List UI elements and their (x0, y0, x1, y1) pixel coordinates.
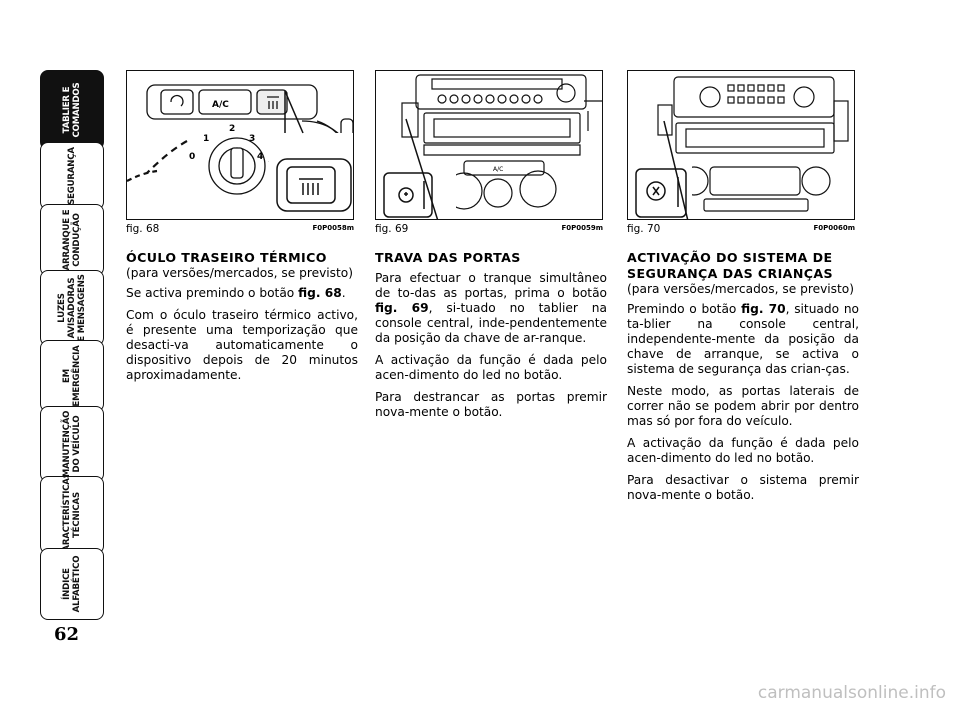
svg-text:1: 1 (203, 134, 209, 144)
figure-68-caption: fig. 68 F0P0058m (126, 223, 354, 235)
paragraph: Para destrancar as portas premir nova-me… (375, 390, 607, 419)
svg-text:4: 4 (257, 152, 263, 162)
tab-seguranca[interactable]: SEGURANÇA (40, 142, 104, 210)
tab-label: LUZES AVISADORAS E MENSAGENS (57, 274, 87, 342)
paragraph: Para desactivar o sistema premir nova-me… (627, 473, 859, 502)
tab-label: ARRANQUE E CONDUÇÃO (62, 209, 82, 271)
svg-text:3: 3 (249, 134, 255, 144)
tab-label: TABLIER E COMANDOS (62, 82, 82, 138)
paragraph: Com o óculo traseiro térmico activo, é p… (126, 308, 358, 382)
figure-label: fig. 69 (375, 223, 409, 235)
section-heated-rear-window: ÓCULO TRASEIRO TÉRMICO (para versões/mer… (126, 250, 358, 390)
figure-code: F0P0060m (813, 224, 855, 232)
section-title-line1: ACTIVAÇÃO DO SISTEMA DE (627, 250, 833, 265)
paragraph: Para efectuar o tranque simultâneo de to… (375, 271, 607, 345)
figure-ref: fig. 69 (375, 301, 429, 315)
figure-69: A/C (375, 70, 603, 220)
paragraph: A activação da função é dada pelo acen-d… (627, 436, 859, 465)
tab-caracteristicas-tecnicas[interactable]: CARACTERÍSTICAS TÉCNICAS (40, 476, 104, 554)
tab-label: EM EMERGÊNCIA (62, 345, 82, 407)
tab-label: CARACTERÍSTICAS TÉCNICAS (62, 476, 82, 554)
heated-rear-window-illustration: A/C 01 2 34 (127, 84, 353, 219)
figure-label: fig. 70 (627, 223, 661, 235)
ac-button-text: A/C (493, 166, 503, 173)
watermark: carmanualsonline.info (757, 683, 946, 703)
section-subtitle: (para versões/mercados, se previsto) (126, 266, 354, 280)
tab-tablier-e-comandos[interactable]: TABLIER E COMANDOS (40, 70, 104, 150)
tab-arranque-e-conducao[interactable]: ARRANQUE E CONDUÇÃO (40, 204, 104, 276)
tab-em-emergencia[interactable]: EM EMERGÊNCIA (40, 340, 104, 412)
ac-button-text: A/C (212, 100, 229, 110)
figure-69-caption: fig. 69 F0P0059m (375, 223, 603, 235)
tab-manutencao-do-veiculo[interactable]: MANUTENÇÃO DO VEÍCULO (40, 406, 104, 482)
paragraph: Premindo o botão fig. 70, situado no ta-… (627, 302, 860, 376)
svg-text:0: 0 (189, 152, 195, 162)
figure-ref: fig. 68 (298, 286, 342, 300)
section-title: TRAVA DAS PORTAS (375, 250, 521, 265)
figure-70 (627, 70, 855, 220)
paragraph: Neste modo, as portas laterais de correr… (627, 384, 859, 428)
tab-label: ÍNDICE ALFABÉTICO (62, 555, 82, 613)
page-number: 62 (54, 624, 80, 645)
tab-luzes-avisadoras[interactable]: LUZES AVISADORAS E MENSAGENS (40, 270, 104, 346)
child-safety-illustration (628, 76, 849, 219)
section-child-safety: ACTIVAÇÃO DO SISTEMA DE SEGURANÇA DAS CR… (627, 250, 859, 510)
figure-code: F0P0058m (312, 224, 354, 232)
paragraph: A activação da função é dada pelo acen-d… (375, 353, 607, 382)
paragraph: Se activa premindo o botão fig. 68. (126, 286, 346, 300)
section-title: ÓCULO TRASEIRO TÉRMICO (126, 250, 327, 265)
tab-label: MANUTENÇÃO DO VEÍCULO (62, 410, 82, 478)
tab-label: SEGURANÇA (67, 147, 77, 205)
door-lock-illustration: A/C (376, 74, 602, 219)
tab-indice-alfabetico[interactable]: ÍNDICE ALFABÉTICO (40, 548, 104, 620)
section-title-line2: SEGURANÇA DAS CRIANÇAS (627, 266, 834, 281)
figure-label: fig. 68 (126, 223, 160, 235)
figure-code: F0P0059m (561, 224, 603, 232)
figure-ref: fig. 70 (741, 302, 786, 316)
svg-text:2: 2 (229, 124, 235, 134)
section-subtitle: (para versões/mercados, se previsto) (627, 282, 855, 296)
section-door-lock: TRAVA DAS PORTAS Para efectuar o tranque… (375, 250, 607, 427)
figure-70-caption: fig. 70 F0P0060m (627, 223, 855, 235)
